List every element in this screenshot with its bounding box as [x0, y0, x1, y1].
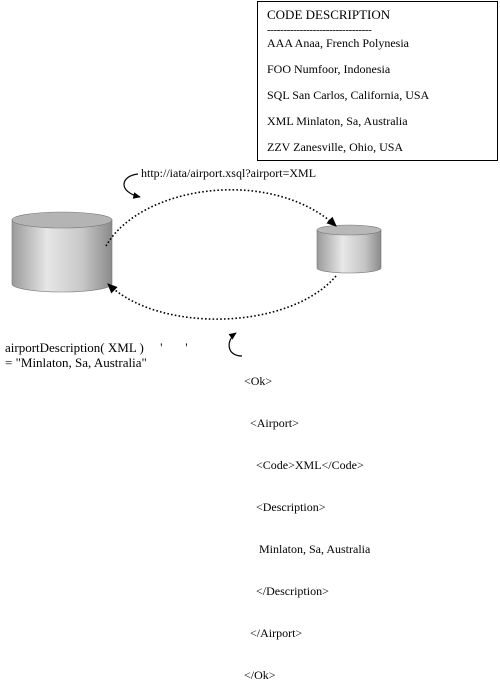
- database-large-icon: [11, 211, 113, 293]
- diagram-canvas: [11, 173, 382, 357]
- function-result-line: = "Minlaton, Sa, Australia": [5, 355, 147, 370]
- table-row: XML Minlaton, Sa, Australia: [267, 114, 408, 128]
- response-arc: [107, 275, 337, 320]
- xml-line: Minlaton, Sa, Australia: [244, 542, 371, 556]
- table-row: ZZV Zanesville, Ohio, USA: [267, 140, 404, 154]
- function-call-line: airportDescription( XML ) ' ': [5, 340, 188, 355]
- xml-line: </Airport>: [244, 626, 303, 640]
- xml-pointer: [228, 332, 243, 357]
- request-url-label: http://iata/airport.xsql?airport=XML: [141, 166, 317, 180]
- xml-line: </Ok>: [244, 668, 276, 682]
- xml-line: <Description>: [244, 500, 326, 514]
- xml-line: </Description>: [244, 584, 329, 598]
- xml-line: <Ok>: [244, 374, 273, 388]
- request-arc: [105, 189, 337, 247]
- table-divider: --------------------------------: [267, 24, 372, 36]
- xml-response-block: <Ok> <Airport> <Code>XML</Code> <Descrip…: [244, 346, 370, 696]
- database-small-icon: [316, 224, 382, 274]
- function-call-text: airportDescription( XML ) ' ' = "Minlato…: [5, 340, 188, 370]
- xml-line: <Airport>: [244, 416, 299, 430]
- table-row: FOO Numfoor, Indonesia: [267, 62, 391, 76]
- table-row: AAA Anaa, French Polynesia: [267, 36, 409, 50]
- table-row: SQL San Carlos, California, USA: [267, 88, 430, 102]
- xml-line: <Code>XML</Code>: [244, 458, 364, 472]
- url-pointer: [123, 173, 141, 199]
- table-header: CODE DESCRIPTION: [267, 7, 391, 22]
- code-description-table: CODE DESCRIPTION -----------------------…: [257, 1, 498, 161]
